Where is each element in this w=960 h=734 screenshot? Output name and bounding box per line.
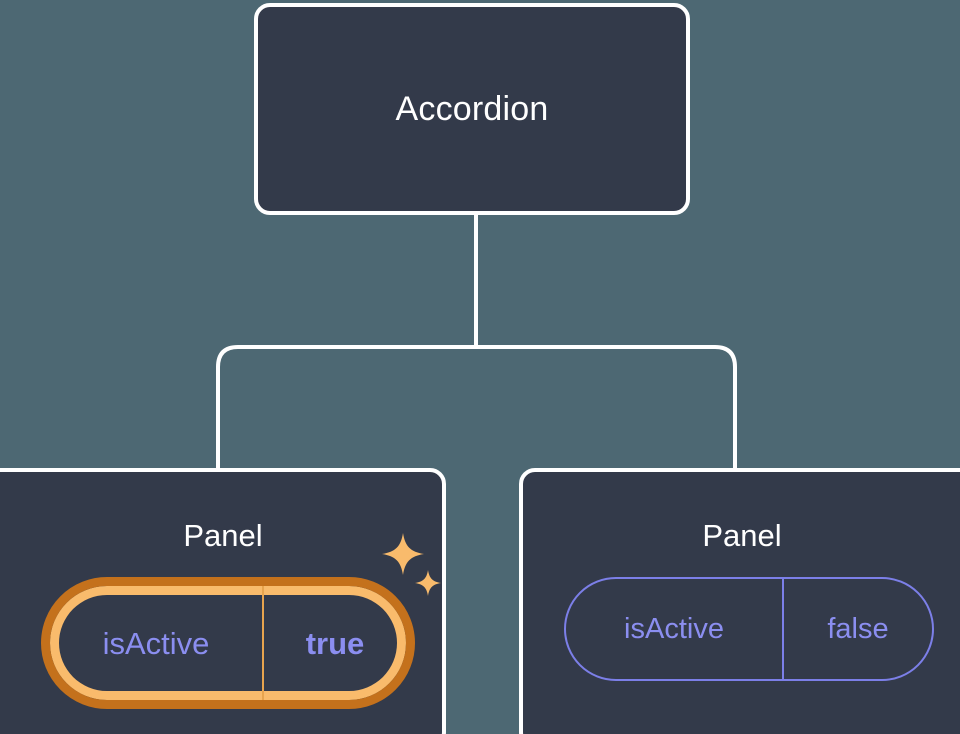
prop-pill-divider xyxy=(782,579,784,679)
node-panel-inactive[interactable]: Panel isActive false xyxy=(519,468,960,734)
connector-branch-left xyxy=(216,345,476,470)
prop-pill-inactive-wrapper: isActive false xyxy=(564,577,934,681)
node-accordion[interactable]: Accordion xyxy=(254,3,690,215)
prop-pill-inactive[interactable]: isActive false xyxy=(564,577,934,681)
node-panel-inactive-title: Panel xyxy=(702,518,782,553)
node-panel-active[interactable]: Panel isActive true xyxy=(0,468,446,734)
prop-value-label: false xyxy=(827,612,889,645)
node-accordion-title: Accordion xyxy=(395,90,549,128)
prop-key-label: isActive xyxy=(624,612,724,645)
prop-pill-active[interactable]: isActive true xyxy=(41,577,415,709)
node-panel-active-title: Panel xyxy=(183,518,263,553)
connector-branch-right xyxy=(476,345,737,470)
prop-pill-divider xyxy=(262,586,264,700)
prop-value-label: true xyxy=(305,625,365,661)
prop-pill-active-wrapper: isActive true xyxy=(41,577,415,709)
prop-key-label: isActive xyxy=(102,625,210,661)
